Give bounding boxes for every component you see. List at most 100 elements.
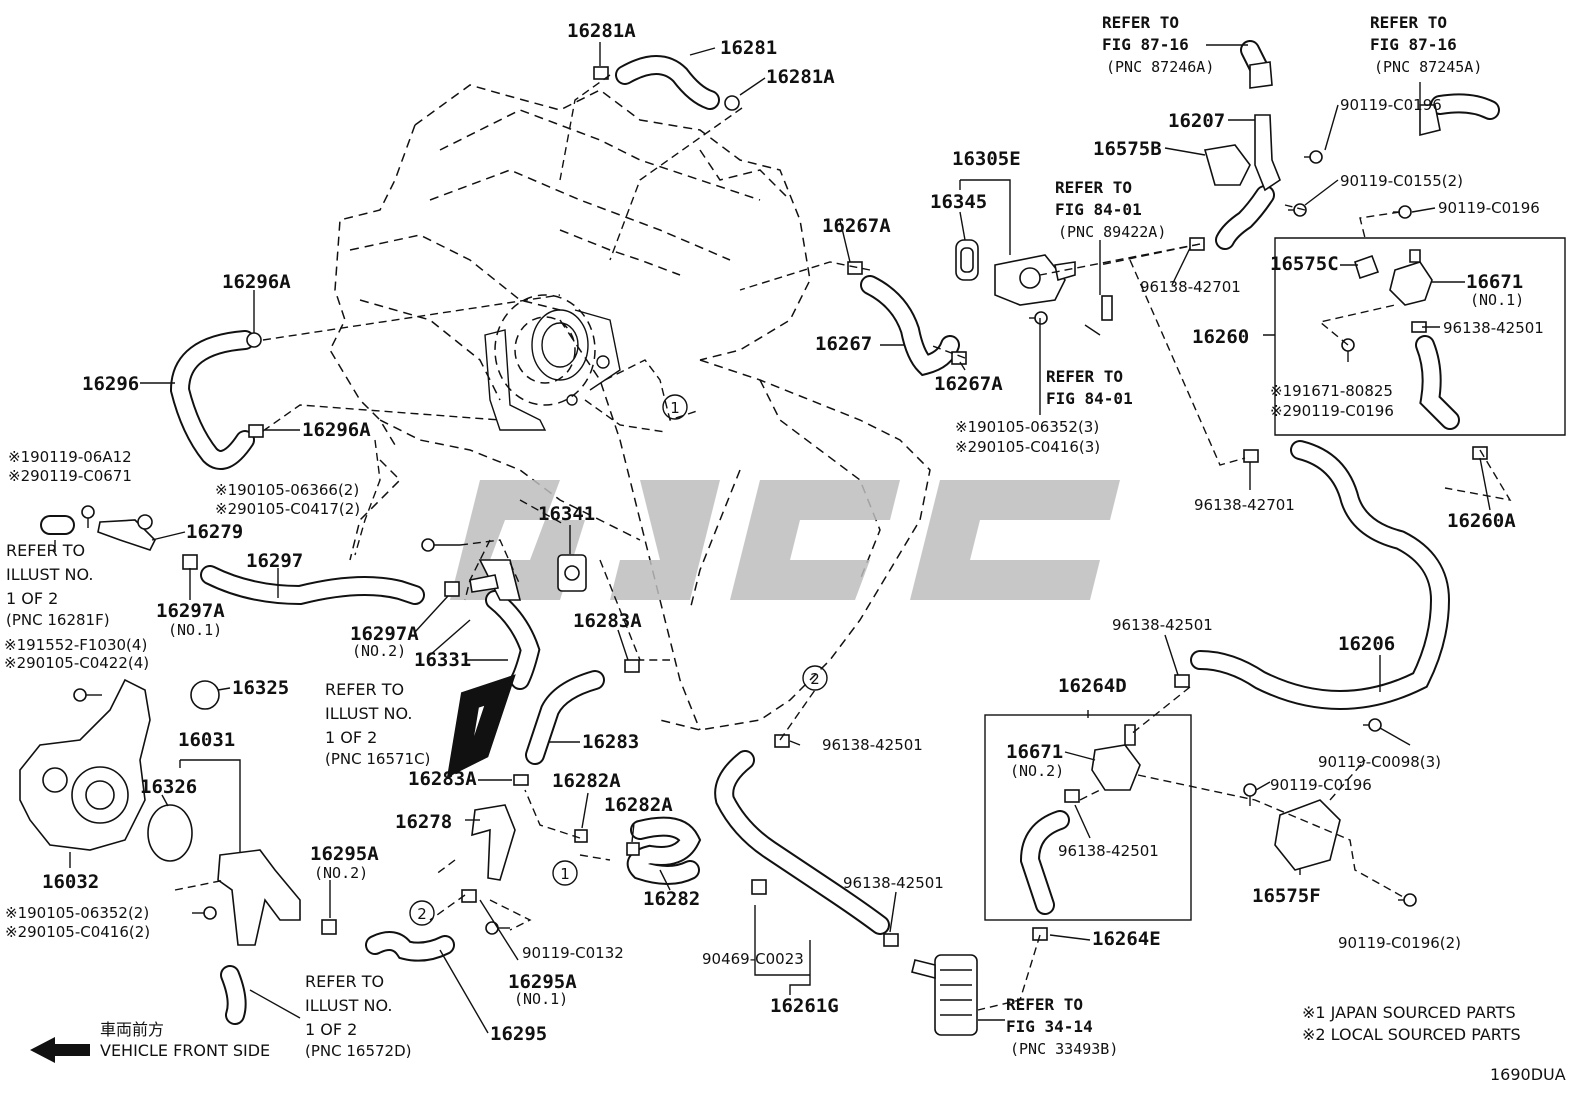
bracket-16575F: [1274, 799, 1341, 871]
label-16295A-no1: 16295A: [508, 971, 577, 993]
svg-text:※190119-06A12: ※190119-06A12: [8, 448, 132, 466]
svg-text:(PNC 16281F): (PNC 16281F): [6, 611, 110, 629]
clamp: [626, 842, 640, 856]
svg-text:(PNC 16572D): (PNC 16572D): [305, 1042, 411, 1060]
clamp: [951, 351, 967, 365]
svg-text:96138-42501: 96138-42501: [1058, 842, 1159, 860]
label-16281A: 16281A: [766, 66, 835, 88]
label-no1: (NO.1): [168, 621, 222, 639]
label-no1: (NO.1): [514, 990, 568, 1008]
label-16296A: 16296A: [302, 419, 371, 441]
svg-text:REFER TO: REFER TO: [1046, 367, 1123, 386]
label-16267A: 16267A: [822, 215, 891, 237]
label-16345: 16345: [930, 191, 987, 213]
bracket-16575C: [1354, 254, 1380, 280]
label-16032: 16032: [42, 871, 99, 893]
oil-cooler: [911, 954, 978, 1036]
watermark-logo: [450, 480, 1120, 600]
label-16278: 16278: [395, 811, 452, 833]
svg-text:FIG 87-16: FIG 87-16: [1370, 35, 1457, 54]
source-legend: ※1 JAPAN SOURCED PARTS ※2 LOCAL SOURCED …: [1302, 1003, 1521, 1044]
svg-text:※290105-C0422(4): ※290105-C0422(4): [4, 654, 149, 672]
label-16031: 16031: [178, 729, 235, 751]
svg-text:REFER TO: REFER TO: [325, 680, 404, 699]
bracket-16575B: [1203, 144, 1251, 186]
label-16283A: 16283A: [573, 610, 642, 632]
svg-text:REFER TO: REFER TO: [1006, 995, 1083, 1014]
clamp: [1472, 446, 1488, 460]
label-no2: (NO.2): [1010, 762, 1064, 780]
label-16325: 16325: [232, 677, 289, 699]
clamp: [883, 933, 899, 947]
clamp: [1064, 789, 1080, 803]
svg-text:※191552-F1030(4): ※191552-F1030(4): [4, 636, 147, 654]
svg-text:2: 2: [417, 905, 427, 923]
water-inlet-16031: [217, 849, 301, 946]
circle-ref-1: 1: [662, 394, 688, 420]
svg-text:※191671-80825: ※191671-80825: [1270, 382, 1393, 400]
bolt: [1288, 203, 1307, 217]
clamp: [847, 261, 863, 275]
label-16295: 16295: [490, 1023, 547, 1045]
bolt: [421, 538, 460, 552]
direction-jp: 車両前方: [100, 1020, 164, 1039]
label-16331: 16331: [414, 649, 471, 671]
label-16671-no1: 16671: [1466, 271, 1523, 293]
bolt: [73, 688, 102, 702]
throttle-body: [484, 309, 621, 431]
clamp: [774, 734, 790, 748]
ref-connector-87245A: [1419, 104, 1441, 137]
svg-text:※290105-C0417(2): ※290105-C0417(2): [215, 500, 360, 518]
svg-text:1 OF 2: 1 OF 2: [325, 728, 377, 747]
label-16207: 16207: [1168, 110, 1225, 132]
vehicle-front-arrow: 車両前方 VEHICLE FRONT SIDE: [30, 1020, 270, 1063]
svg-text:FIG 84-01: FIG 84-01: [1055, 200, 1142, 219]
svg-text:90119-C0196: 90119-C0196: [1270, 776, 1372, 794]
valve-16671-no1: [1389, 249, 1433, 306]
bolt: [81, 505, 95, 528]
svg-text:※190105-06352(2): ※190105-06352(2): [5, 904, 149, 922]
svg-text:1 OF 2: 1 OF 2: [305, 1020, 357, 1039]
label-16297A-no2: 16297A: [350, 623, 419, 645]
svg-text:96138-42701: 96138-42701: [1194, 496, 1295, 514]
svg-text:FIG 34-14: FIG 34-14: [1006, 1017, 1093, 1036]
label-16281A: 16281A: [567, 20, 636, 42]
label-16297: 16297: [246, 550, 303, 572]
bolt: [1363, 718, 1382, 732]
label-16267: 16267: [815, 333, 872, 355]
svg-text:96138-42501: 96138-42501: [843, 874, 944, 892]
clamp: [1243, 449, 1259, 463]
circle-ref-2: 2: [802, 665, 828, 691]
clamp: [1174, 674, 1190, 688]
clamp: [624, 659, 640, 673]
svg-text:90119-C0132: 90119-C0132: [522, 944, 624, 962]
part-labels: 16281A 16281 16281A 16296A 16296 16296A …: [42, 20, 1524, 1045]
clamp: [1032, 927, 1048, 941]
label-16267A: 16267A: [934, 373, 1003, 395]
label-16671-no2: 16671: [1006, 741, 1063, 763]
svg-text:※290119-C0196: ※290119-C0196: [1270, 402, 1394, 420]
clamp: [444, 581, 460, 597]
label-16206: 16206: [1338, 633, 1395, 655]
clamp: [248, 424, 264, 438]
label-16575F: 16575F: [1252, 885, 1321, 907]
svg-text:90119-C0196: 90119-C0196: [1340, 96, 1442, 114]
label-16575B: 16575B: [1093, 138, 1162, 160]
gasket-16345: [955, 239, 979, 281]
bolt: [1243, 783, 1257, 806]
svg-text:(PNC 87246A): (PNC 87246A): [1106, 58, 1214, 76]
svg-text:90119-C0196(2): 90119-C0196(2): [1338, 934, 1461, 952]
clamp: [246, 332, 262, 348]
hose-16279: [97, 514, 156, 551]
svg-text:90119-C0155(2): 90119-C0155(2): [1340, 172, 1463, 190]
hoses: [40, 40, 1500, 1025]
svg-text:1 OF 2: 1 OF 2: [6, 589, 58, 608]
water-outlet-16305E: [994, 254, 1076, 306]
svg-text:1: 1: [670, 399, 680, 417]
svg-text:96138-42501: 96138-42501: [1112, 616, 1213, 634]
label-16296A: 16296A: [222, 271, 291, 293]
svg-text:※290119-C0671: ※290119-C0671: [8, 467, 132, 485]
svg-text:(PNC 33493B): (PNC 33493B): [1010, 1040, 1118, 1058]
circle-ref-2b: 2: [409, 900, 435, 926]
svg-text:REFER TO: REFER TO: [6, 541, 85, 560]
